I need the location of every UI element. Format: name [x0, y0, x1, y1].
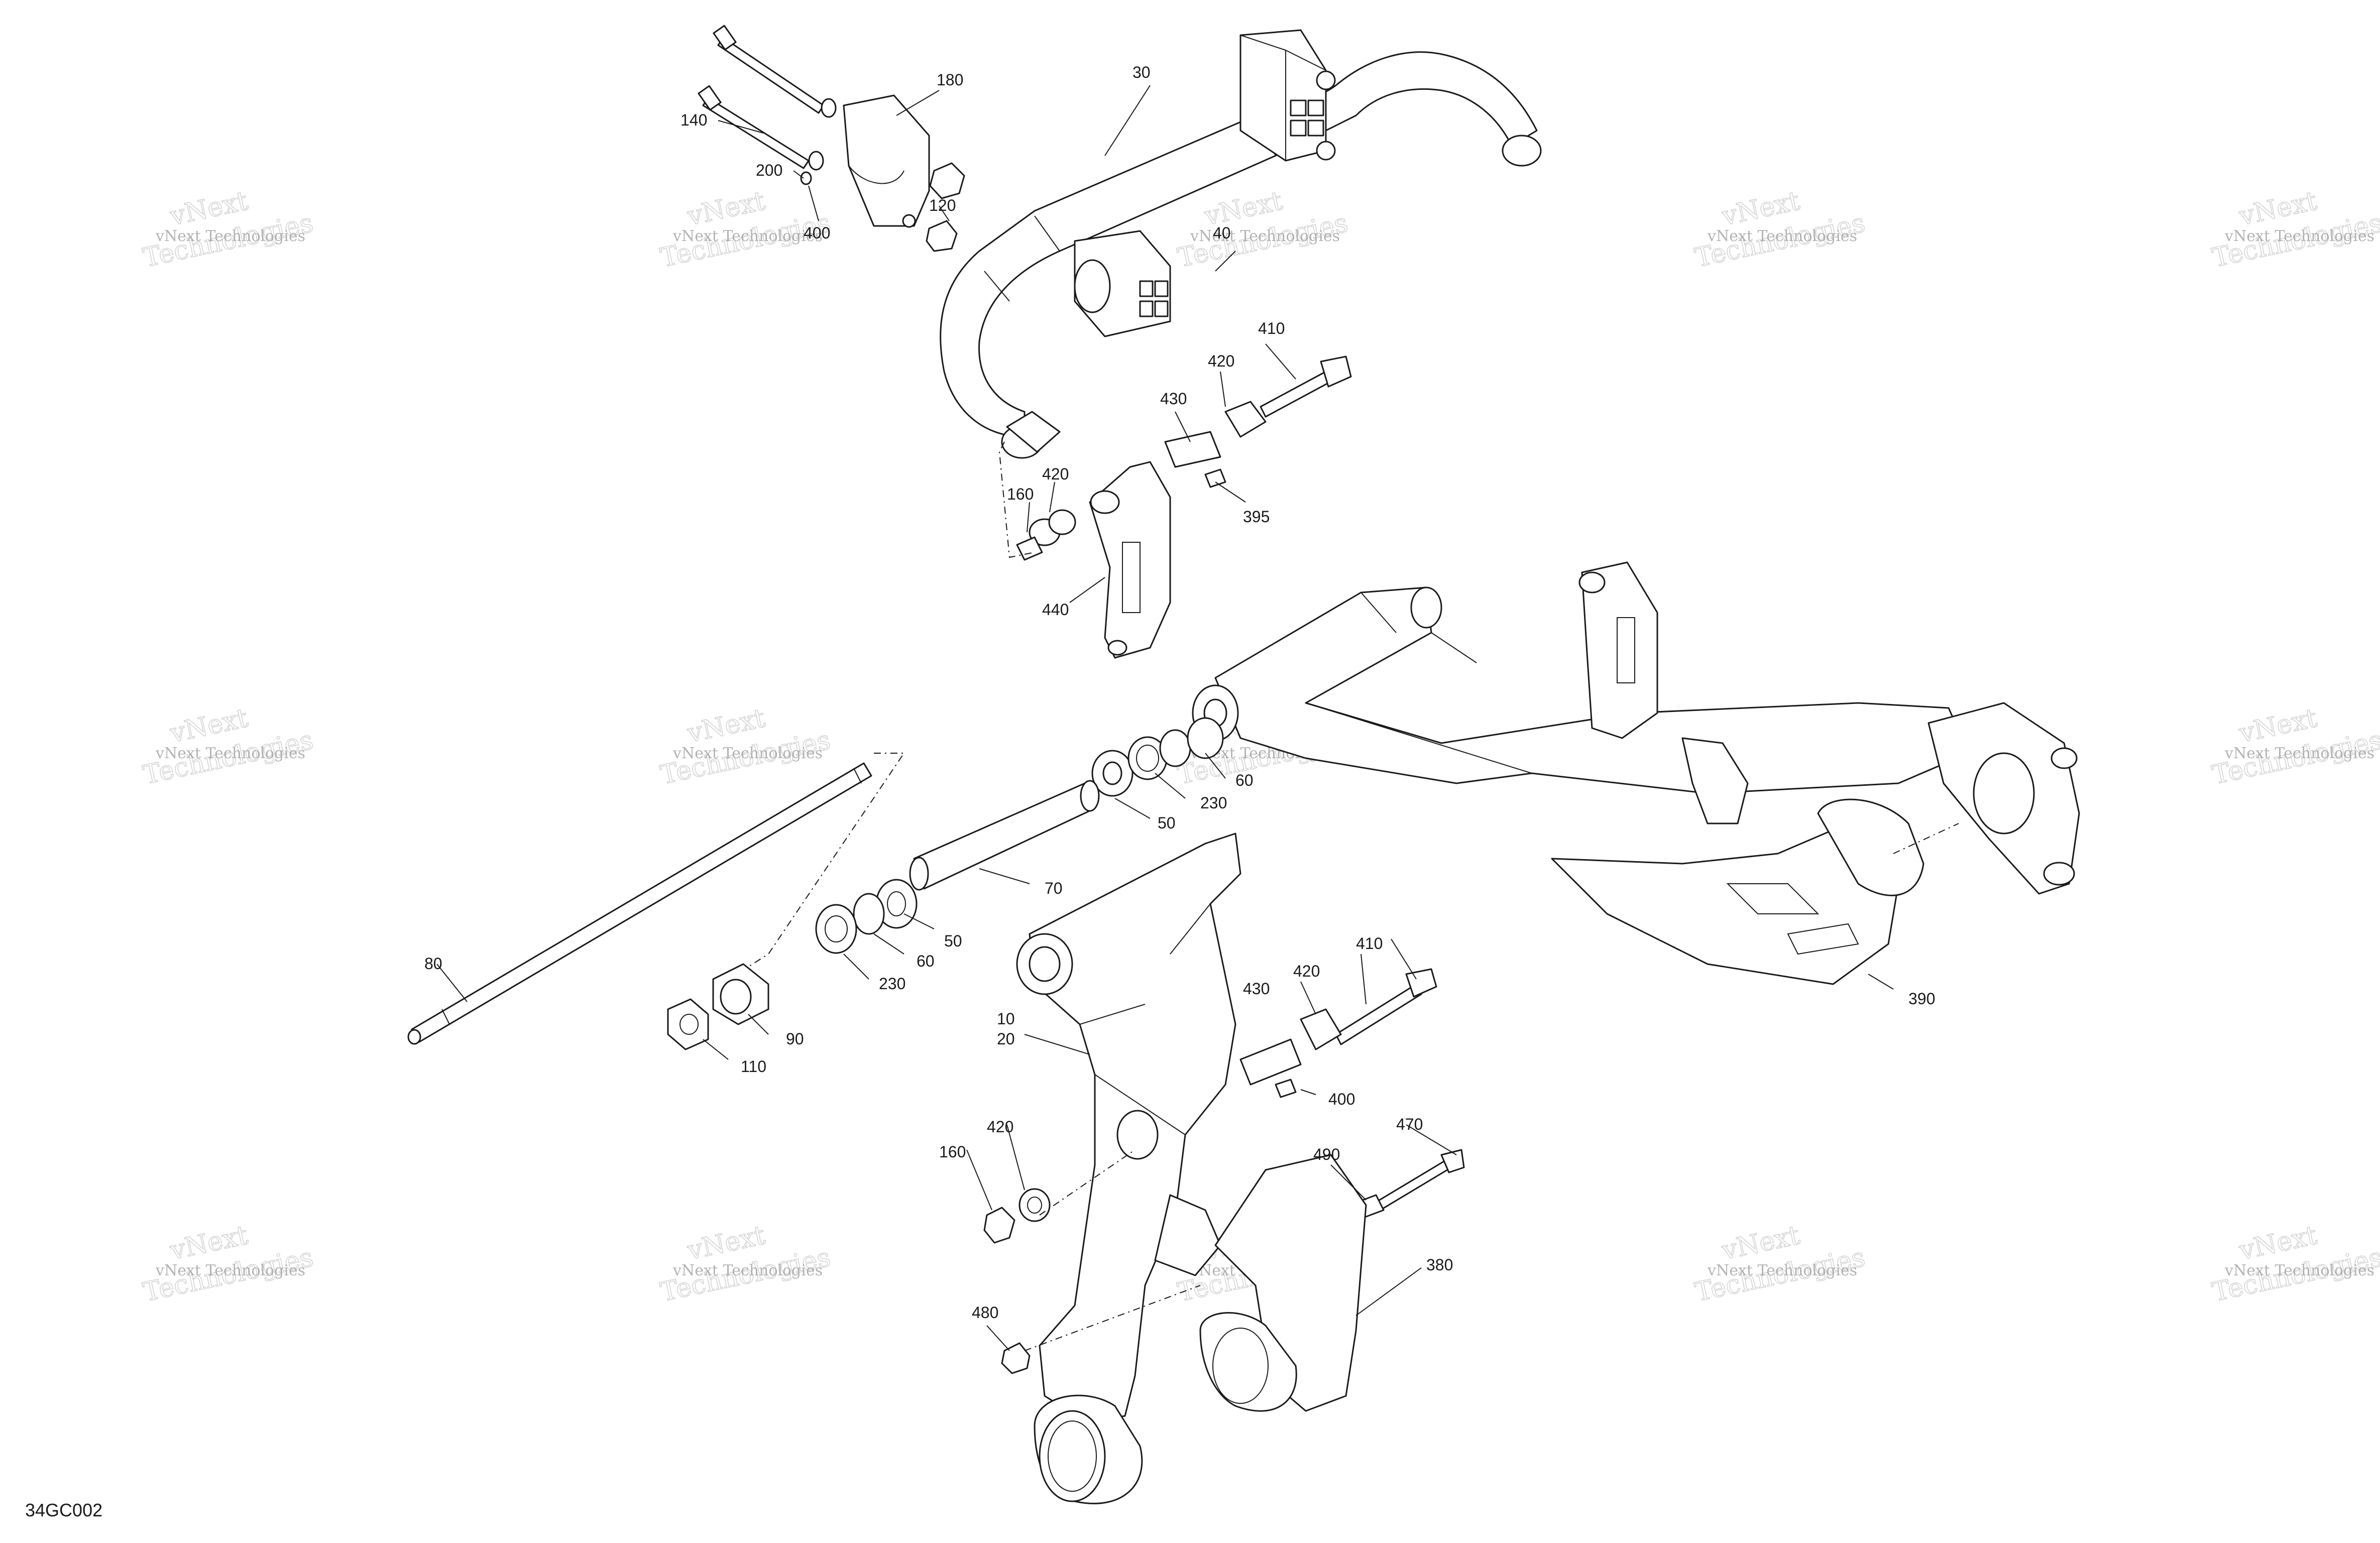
callout-420-left: 420	[1042, 465, 1069, 483]
watermark-small: vNext Technologies	[2224, 745, 2374, 762]
nut-480-part	[1001, 1342, 1031, 1374]
watermark-small: vNext Technologies	[155, 1262, 305, 1279]
callout-420-right: 420	[1293, 962, 1320, 980]
callout-50-bottom: 50	[944, 932, 962, 950]
callout-395: 395	[1243, 508, 1270, 526]
callout-410-right: 410	[1356, 934, 1383, 953]
lower-a-arm-part	[1016, 833, 1241, 1422]
clamp-180-part	[843, 94, 930, 228]
guard-380-part	[1199, 1154, 1367, 1412]
link-440-part	[1089, 461, 1171, 659]
callout-230-top: 230	[1200, 794, 1227, 812]
callout-40: 40	[1213, 224, 1231, 242]
bearing-stack-upper-part	[1091, 717, 1224, 797]
callout-200: 200	[756, 161, 782, 179]
watermark-small: vNext Technologies	[2224, 1262, 2374, 1279]
callout-90: 90	[786, 1030, 804, 1048]
bearing-stack-lower-part	[815, 879, 918, 954]
callout-140: 140	[681, 111, 707, 129]
nut-110-part	[667, 998, 709, 1050]
callout-70: 70	[1045, 879, 1063, 897]
tube-70-part	[909, 780, 1100, 891]
callout-labels: 30 180 140 200 120 400 40 410 420 430 39…	[424, 63, 1935, 1322]
bolt-470-part	[1355, 1149, 1465, 1219]
callout-10: 10	[997, 1010, 1015, 1028]
guard-390-part	[1551, 798, 1924, 985]
watermark-small: vNext Technologies	[2224, 227, 2374, 245]
callout-470: 470	[1396, 1115, 1423, 1133]
callout-480: 480	[972, 1303, 998, 1322]
bolt-410-upper-part	[1016, 355, 1352, 561]
watermark-small: vNext Technologies	[1707, 227, 1857, 245]
callout-60-top: 60	[1235, 771, 1254, 789]
callout-80: 80	[424, 955, 442, 973]
assembly-line-shaft	[713, 753, 905, 990]
bolt-140-part	[698, 25, 837, 185]
callout-180: 180	[937, 71, 963, 89]
callout-440: 440	[1042, 601, 1069, 619]
callout-60-bottom: 60	[917, 952, 935, 970]
watermark-small: vNext Technologies	[155, 227, 305, 245]
bushing-40-part	[1074, 230, 1171, 337]
upper-link-on-arm-part	[1578, 561, 1658, 739]
callout-430-top: 430	[1160, 390, 1187, 408]
shaft-80-part	[407, 762, 872, 1045]
callout-20: 20	[997, 1030, 1015, 1048]
bushing-420-lower-part	[983, 1188, 1051, 1244]
callout-390: 390	[1908, 990, 1935, 1008]
callout-400-top: 400	[804, 224, 830, 242]
assembly-line-guard	[1893, 823, 1959, 854]
bar-bushing-clamp-part	[1239, 29, 1336, 162]
callout-160-lower: 160	[939, 1143, 966, 1161]
watermark-small: vNext Technologies	[672, 227, 823, 245]
watermark-small: vNext Technologies	[1190, 227, 1340, 245]
callout-110: 110	[741, 1057, 766, 1076]
callout-50-top: 50	[1158, 814, 1176, 832]
callout-430-right: 430	[1243, 980, 1270, 998]
callout-420-top: 420	[1208, 352, 1234, 370]
assembly-line-upper-link	[998, 441, 1035, 558]
nut-120-part	[926, 162, 965, 252]
watermark-small: vNext Technologies	[672, 1262, 823, 1279]
assembly-line-lower-arm	[1024, 1149, 1201, 1351]
bolt-410-lower-part	[1239, 968, 1437, 1098]
callout-410-top: 410	[1258, 319, 1285, 337]
callout-230-bottom: 230	[879, 975, 905, 993]
knuckle-part	[1928, 702, 2080, 895]
callout-400-right: 400	[1328, 1090, 1355, 1108]
spacer-90-part	[712, 963, 769, 1025]
watermark-small: vNext Technologies	[155, 745, 305, 762]
diagram-code: 34GC002	[25, 1500, 102, 1520]
stabilizer-bar-part	[940, 51, 1542, 459]
callout-160-top: 160	[1007, 485, 1034, 503]
lower-wheel-sleeve-part	[1034, 1394, 1143, 1504]
callout-380: 380	[1426, 1256, 1453, 1274]
callout-30: 30	[1132, 63, 1151, 81]
callout-120: 120	[929, 196, 956, 214]
leader-lines	[436, 85, 1894, 1351]
callout-420-lower: 420	[987, 1118, 1013, 1136]
bracket-arm-part	[1681, 737, 1749, 824]
watermark-small: vNext Technologies	[1707, 1262, 1857, 1279]
watermark-small: vNext Technologies	[672, 745, 823, 762]
callout-490: 490	[1313, 1145, 1340, 1163]
